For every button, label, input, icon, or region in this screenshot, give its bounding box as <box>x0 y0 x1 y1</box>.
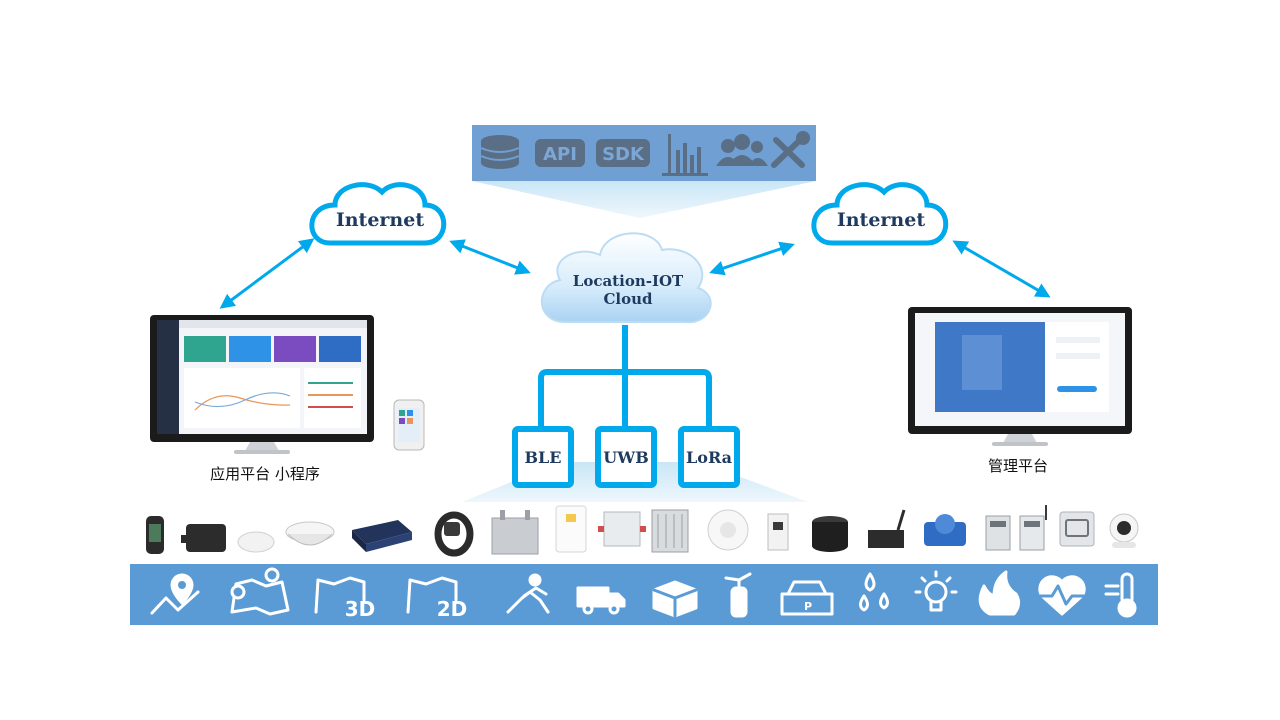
thermometer-icon <box>1104 572 1137 618</box>
devices-row <box>146 505 1139 557</box>
right-monitor-caption: 管理平台 <box>987 457 1048 475</box>
device-wristband <box>146 516 164 554</box>
map-3d-label: 3D <box>345 597 376 621</box>
sdk-icon: SDK <box>596 139 650 167</box>
arrow-internet-cloud-left <box>449 239 531 275</box>
heartbeat-icon <box>1038 575 1086 616</box>
protocol-ble-label: BLE <box>524 447 562 467</box>
device-electric-meter-2 <box>1019 505 1047 551</box>
left-monitor <box>150 315 374 454</box>
device-ceiling-beacon <box>285 521 335 546</box>
route-map-icon <box>230 567 290 616</box>
map-pin-icon <box>150 573 200 615</box>
device-lora-gateway <box>491 510 539 555</box>
sdk-label: SDK <box>602 144 645 165</box>
arrow-cloud-internet-right <box>709 241 795 276</box>
device-smoke-detector <box>707 509 749 551</box>
device-din-device <box>767 513 789 551</box>
device-sensor-box <box>181 524 226 552</box>
api-label: API <box>543 144 577 165</box>
users-icon <box>716 134 768 166</box>
device-electric-meter <box>985 515 1011 551</box>
device-camera <box>1109 513 1139 548</box>
database-icon <box>480 135 520 169</box>
fire-extinguisher-icon <box>724 572 752 618</box>
right-monitor <box>908 307 1132 446</box>
bar-chart-icon <box>662 134 708 176</box>
fire-icon <box>978 570 1021 616</box>
cloud-title-line1: Location-IOT <box>573 272 684 290</box>
left-monitor-caption: 应用平台 小程序 <box>210 465 320 483</box>
device-gateway <box>352 520 412 552</box>
map-3d-icon: 3D <box>314 576 376 621</box>
device-router <box>868 509 906 548</box>
running-person-icon <box>506 573 550 614</box>
protocol-uwb: UWB <box>595 426 657 488</box>
protocol-lora-label: LoRa <box>686 447 732 467</box>
cloud-title-line2: Cloud <box>603 290 653 308</box>
internet-left-label: Internet <box>336 209 424 231</box>
truck-icon <box>576 586 626 615</box>
internet-cloud-left: Internet <box>309 182 447 246</box>
map-2d-icon: 2D <box>406 576 468 621</box>
device-round-sensor <box>812 516 848 552</box>
protocol-connector <box>538 325 712 430</box>
location-iot-cloud: Location-IOT Cloud <box>540 232 712 324</box>
arrow-monitor-internet-left <box>219 238 315 309</box>
protocol-lora: LoRa <box>678 426 740 488</box>
device-outdoor-gateway <box>651 509 689 553</box>
device-water-meter <box>924 514 966 546</box>
device-rfid-reader <box>1059 511 1095 547</box>
light-bulb-icon <box>914 570 958 612</box>
device-beacon <box>237 531 275 553</box>
water-drop-icon <box>859 572 889 612</box>
device-plug <box>555 505 587 553</box>
services-beam <box>472 181 816 218</box>
device-watch-band <box>434 511 474 557</box>
device-outdoor-unit <box>598 511 646 547</box>
internet-right-label: Internet <box>837 209 925 231</box>
map-2d-label: 2D <box>437 597 468 621</box>
svg-text:P: P <box>804 600 812 613</box>
phone-device <box>393 399 425 451</box>
api-icon: API <box>535 139 585 167</box>
tools-icon <box>771 131 810 168</box>
arrow-internet-monitor-right <box>952 240 1051 298</box>
package-icon <box>652 580 698 618</box>
internet-cloud-right: Internet <box>811 182 949 246</box>
parking-icon: P <box>780 580 834 616</box>
protocol-uwb-label: UWB <box>603 447 649 467</box>
protocol-ble: BLE <box>512 426 574 488</box>
